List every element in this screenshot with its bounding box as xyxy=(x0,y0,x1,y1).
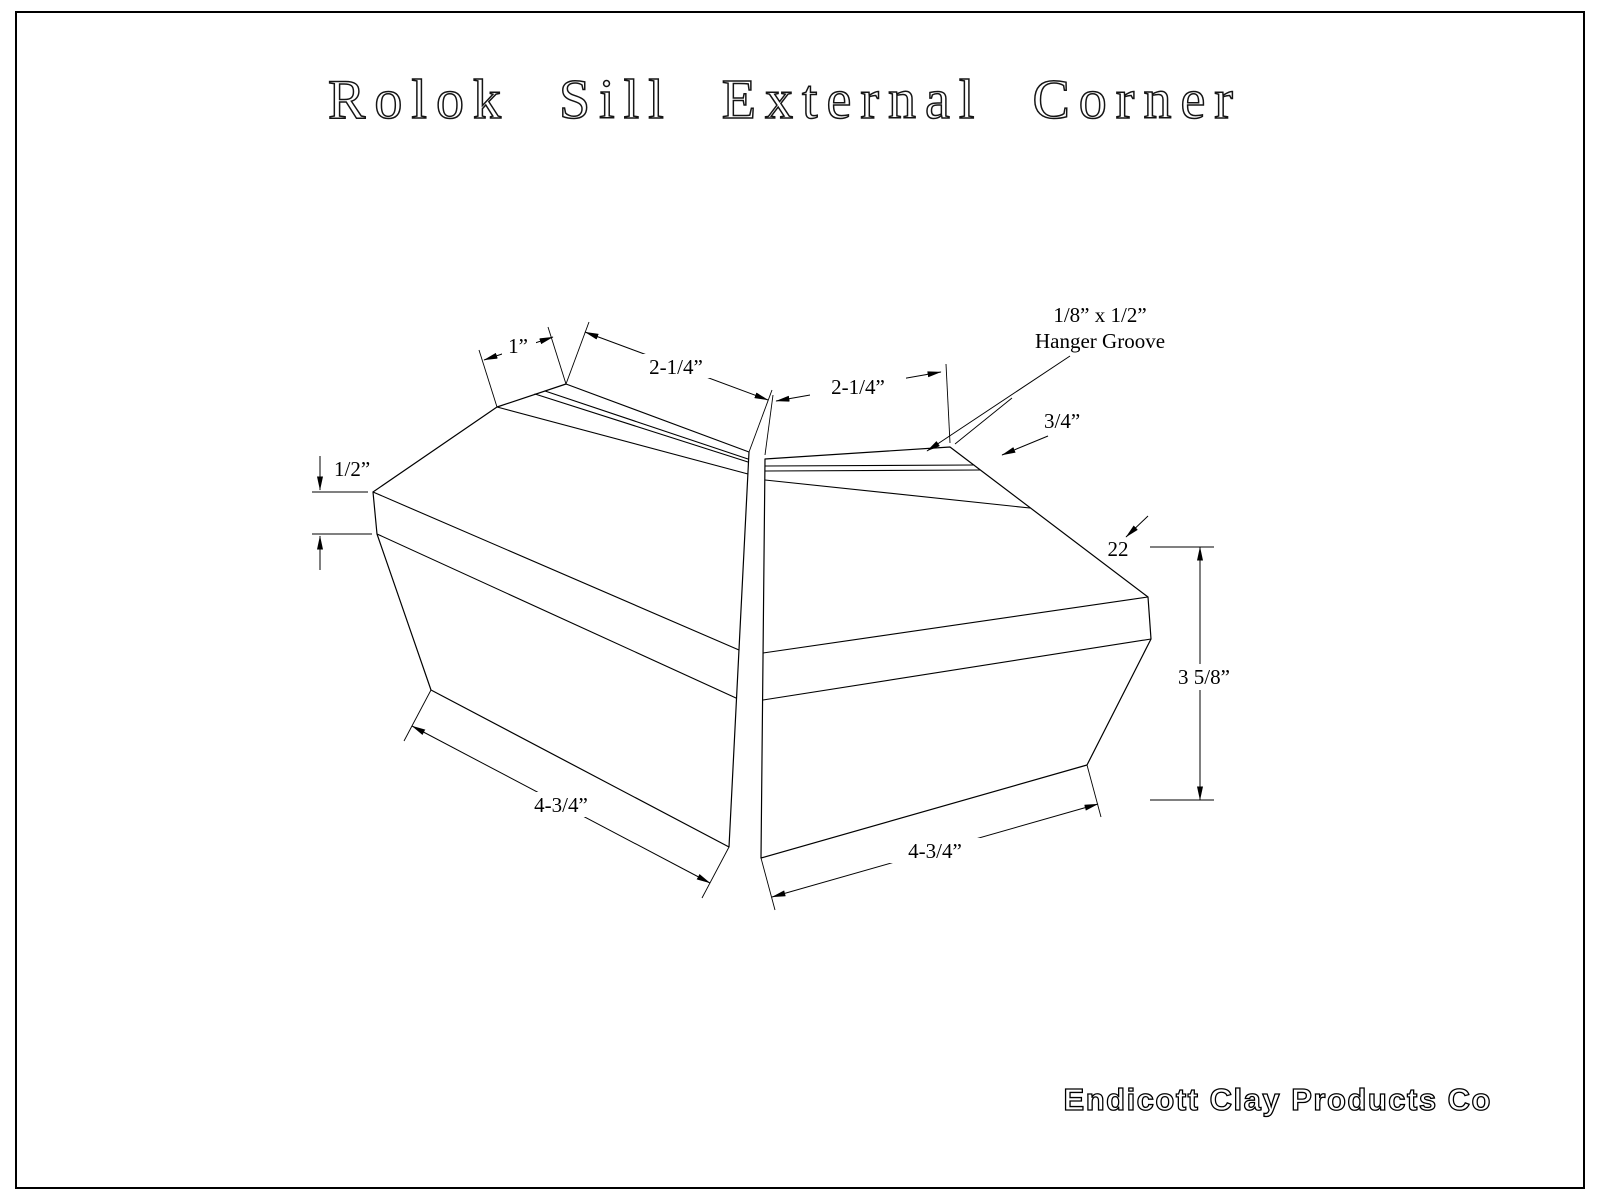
dim-label-one-inch: 1” xyxy=(508,334,528,358)
sheet-border xyxy=(15,11,1585,1189)
extension-line xyxy=(748,389,773,453)
extension-line xyxy=(403,689,432,742)
extension-line xyxy=(701,846,730,899)
leader-line xyxy=(1125,515,1149,538)
dimension-one-inch: 1” xyxy=(478,326,567,408)
left-nose-top-edge xyxy=(372,491,740,651)
right-nose-top-edge xyxy=(762,596,1149,654)
extension-line xyxy=(760,857,776,911)
dimension-length-right: 4-3/4” xyxy=(760,764,1102,911)
label-background xyxy=(810,374,906,398)
label-background xyxy=(511,792,611,817)
left-hanger-groove-edge-1 xyxy=(544,390,749,460)
annotation-hanger-groove: 1/8” x 1/2” Hanger Groove xyxy=(926,303,1165,452)
dim-label-wash-angle: 22 xyxy=(1108,537,1129,561)
dimension-height: 3 5/8” xyxy=(1150,546,1248,801)
drawing-title: Rolok Sill External Corner xyxy=(328,69,1242,131)
right-sill-block xyxy=(760,446,1152,859)
right-hanger-groove-edge-1 xyxy=(764,464,975,467)
hanger-groove-name-label: Hanger Groove xyxy=(1035,329,1165,353)
dim-label-half-inch: 1/2” xyxy=(334,457,370,481)
leader-line xyxy=(1001,435,1049,456)
dimension-three-quarter: 3/4” xyxy=(954,397,1080,456)
dim-label-three-quarter: 3/4” xyxy=(1044,409,1080,433)
dimension-length-left: 4-3/4” xyxy=(403,689,730,899)
right-nose-bottom-edge xyxy=(762,638,1152,701)
label-background xyxy=(1160,664,1248,690)
extension-line xyxy=(478,349,498,408)
dimension-ledge-right: 2-1/4” xyxy=(764,363,951,456)
extension-line xyxy=(547,326,567,385)
dim-label-length-left: 4-3/4” xyxy=(534,793,588,817)
label-background xyxy=(628,354,724,378)
company-logo: Endicott Clay Products Co xyxy=(1064,1082,1492,1117)
hanger-groove-size-label: 1/8” x 1/2” xyxy=(1053,303,1146,327)
dim-label-height: 3 5/8” xyxy=(1178,665,1230,689)
right-block-outline xyxy=(760,446,1152,859)
dim-label-ledge-right: 2-1/4” xyxy=(831,375,885,399)
right-wash-ridge-edge xyxy=(764,479,1031,509)
right-hanger-groove-edge-2 xyxy=(764,469,981,472)
label-background xyxy=(502,336,536,356)
dim-label-ledge-left: 2-1/4” xyxy=(649,355,703,379)
extension-line xyxy=(764,394,774,456)
label-background xyxy=(885,838,985,863)
left-block-outline xyxy=(372,383,750,848)
dimension-nose-thickness: 1/2” xyxy=(312,456,372,570)
leader-line xyxy=(926,355,1071,452)
left-hanger-groove-edge-2 xyxy=(534,393,749,463)
dimension-ledge-left: 2-1/4” xyxy=(565,321,773,453)
left-nose-bottom-edge xyxy=(376,533,737,699)
annotation-wash-angle: 22 xyxy=(1108,515,1149,561)
extension-line xyxy=(945,363,951,444)
extension-line xyxy=(565,321,590,385)
dim-label-length-right: 4-3/4” xyxy=(908,839,962,863)
left-sill-block xyxy=(372,383,750,848)
extension-line xyxy=(1086,764,1102,818)
extension-line xyxy=(954,397,1013,445)
left-wash-ridge-edge xyxy=(496,406,749,475)
